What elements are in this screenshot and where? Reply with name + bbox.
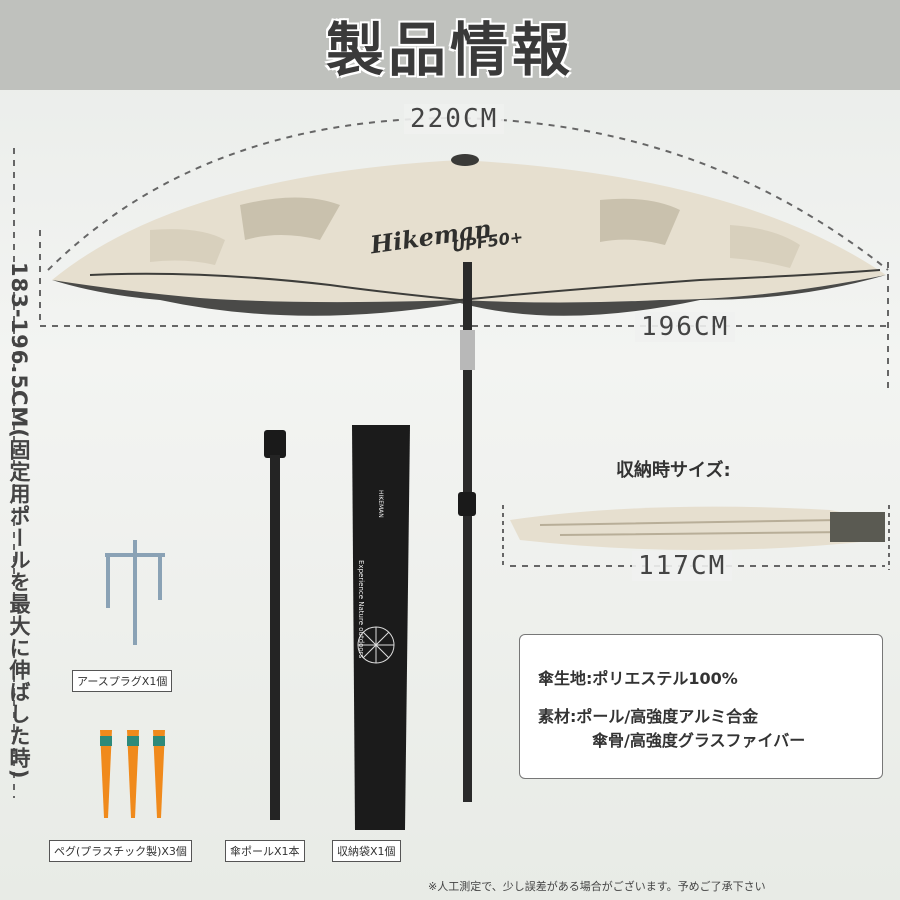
label-bag: 収納袋X1個 bbox=[332, 840, 401, 862]
collapsed-dimension: 117CM bbox=[632, 551, 733, 581]
bag-print: Experience Nature outdoors bbox=[357, 560, 365, 658]
umbrella-canopy bbox=[52, 154, 886, 316]
spec-ribs: 傘骨/高強度グラスファイバー bbox=[592, 731, 806, 750]
storage-bag bbox=[352, 425, 410, 830]
collapsed-size-label: 収納時サイズ: bbox=[616, 460, 731, 481]
pegs bbox=[100, 730, 165, 818]
collapsed-umbrella bbox=[502, 505, 890, 570]
label-pole: 傘ポールX1本 bbox=[225, 840, 305, 862]
pole-clamp bbox=[458, 492, 476, 516]
label-earth-plug: アースプラグX1個 bbox=[72, 670, 173, 692]
earth-plug bbox=[105, 540, 165, 645]
page-title: 製品情報 bbox=[325, 16, 574, 84]
span-dimension: 220CM bbox=[404, 104, 505, 134]
umbrella-pole bbox=[463, 262, 472, 802]
header-bar: 製品情報 bbox=[0, 0, 900, 90]
label-pegs: ペグ(プラスチック製)X3個 bbox=[49, 840, 192, 862]
pole-joint bbox=[460, 330, 475, 370]
bag-brand-text: HIKEMAN bbox=[377, 490, 384, 518]
separate-pole bbox=[264, 430, 286, 820]
bag-brand: HIKEMAN bbox=[377, 490, 384, 518]
bag-print-text: Experience Nature outdoors bbox=[357, 560, 365, 659]
spec-fabric: 傘生地:ポリエステル100% bbox=[538, 669, 738, 688]
spec-material: 素材:ポール/高強度アルミ合金 bbox=[538, 707, 759, 726]
footnote: ※人工測定で、少し誤差がある場合がございます。予めご了承下さい bbox=[428, 880, 766, 893]
span-arc bbox=[47, 116, 889, 271]
spec-box: 傘生地:ポリエステル100% 素材:ポール/高強度アルミ合金 傘骨/高強度グラス… bbox=[519, 634, 883, 779]
width-dimension: 196CM bbox=[635, 312, 736, 342]
height-dimension: 183-196.5CM(固定用ポールを最大に伸ばした時) bbox=[7, 262, 31, 780]
